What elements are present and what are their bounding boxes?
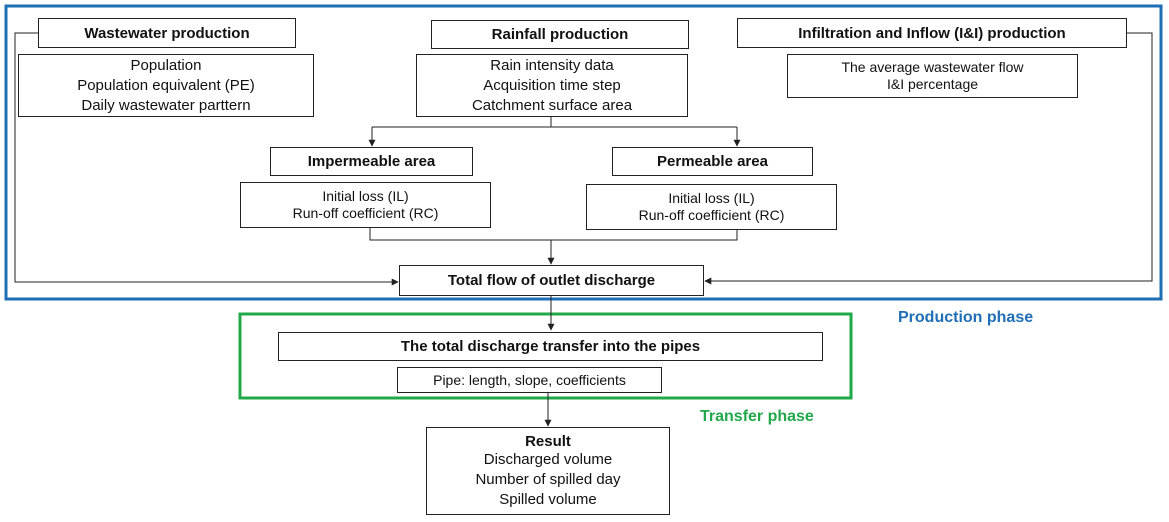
wastewater-items-box: Population Population equivalent (PE) Da… (18, 54, 314, 117)
infiltration-to-total-arrow (704, 32, 1153, 285)
rainfall-title-box: Rainfall production (431, 20, 689, 49)
result-item: Number of spilled day (475, 470, 621, 488)
rainfall-title: Rainfall production (491, 26, 629, 43)
production-phase-frame (4, 4, 1163, 301)
rainfall-item: Catchment surface area (471, 96, 633, 114)
infiltration-items-box: The average wastewater flow I&I percenta… (787, 54, 1078, 98)
infiltration-title: Infiltration and Inflow (I&I) production (798, 24, 1066, 42)
result-item: Spilled volume (499, 490, 597, 508)
wastewater-title-box: Wastewater production (38, 18, 296, 48)
wastewater-item: Daily wastewater parttern (81, 96, 251, 114)
infiltration-item: I&I percentage (886, 76, 979, 92)
pipe-params-box: Pipe: length, slope, coefficients (397, 367, 662, 393)
transfer-title-box: The total discharge transfer into the pi… (278, 332, 823, 361)
rainfall-items-box: Rain intensity data Acquisition time ste… (416, 54, 688, 117)
wastewater-item: Population (130, 56, 202, 74)
transfer-title: The total discharge transfer into the pi… (400, 338, 701, 355)
impermeable-item: Initial loss (IL) (322, 188, 409, 204)
permeable-items-box: Initial loss (IL) Run-off coefficient (R… (586, 184, 837, 230)
result-title: Result (525, 432, 571, 450)
pipe-params-item: Pipe: length, slope, coefficients (433, 371, 626, 388)
result-item: Discharged volume (483, 450, 613, 468)
permeable-title: Permeable area (657, 153, 768, 170)
impermeable-item: Run-off coefficient (RC) (292, 205, 439, 221)
impermeable-title-box: Impermeable area (270, 147, 473, 176)
wastewater-item: Population equivalent (PE) (77, 76, 255, 94)
transfer-phase-label: Transfer phase (700, 408, 814, 425)
infiltration-title-box: Infiltration and Inflow (I&I) production (737, 18, 1127, 48)
total-flow-title: Total flow of outlet discharge (447, 272, 656, 289)
areas-merge-connector (369, 228, 738, 241)
permeable-item: Run-off coefficient (RC) (638, 207, 785, 223)
transfer-phase-frame (238, 312, 853, 400)
total-flow-box: Total flow of outlet discharge (399, 265, 704, 296)
wastewater-title: Wastewater production (84, 24, 250, 42)
impermeable-items-box: Initial loss (IL) Run-off coefficient (R… (240, 182, 491, 228)
permeable-item: Initial loss (IL) (668, 190, 755, 206)
rainfall-item: Acquisition time step (483, 76, 621, 94)
result-box: Result Discharged volume Number of spill… (426, 427, 670, 515)
wastewater-to-total-arrow (14, 32, 399, 286)
production-phase-label: Production phase (898, 309, 1034, 326)
rainfall-item: Rain intensity data (490, 56, 614, 74)
infiltration-item: The average wastewater flow (841, 59, 1024, 75)
rainfall-split-connector (372, 117, 737, 128)
permeable-title-box: Permeable area (612, 147, 813, 176)
impermeable-title: Impermeable area (307, 153, 436, 170)
